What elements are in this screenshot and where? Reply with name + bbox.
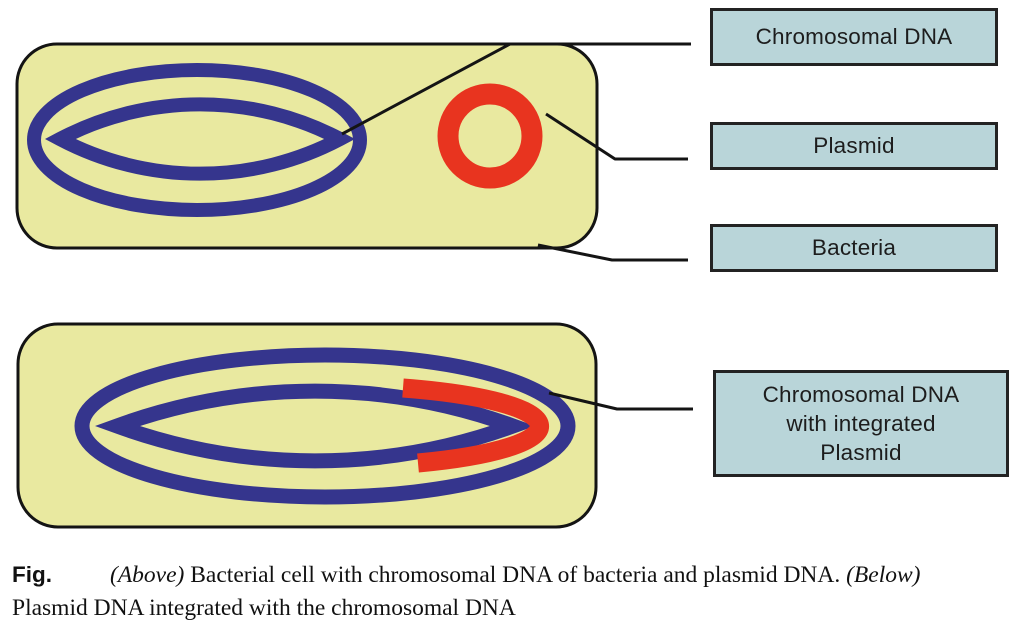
figure-caption-label: Fig. (12, 562, 52, 587)
caption-segment-below: (Below) (846, 562, 921, 588)
plasmid-ring (437, 83, 543, 189)
leader-line-bacteria (537, 243, 688, 262)
callout-bacteria-text: Bacteria (811, 235, 897, 260)
chromosomal-dna-inner-loop-top (44, 97, 356, 181)
chromosomal-dna-outer-loop-bottom (74, 347, 576, 505)
chromosomal-dna-outer-loop-top (27, 63, 367, 217)
callout-integrated-line3: Plasmid (820, 440, 902, 465)
caption-segment-above: (Above) (110, 562, 185, 588)
leader-line-chromosomal-dna (341, 42, 691, 136)
bacteria-cell-top (15, 42, 599, 250)
callout-integrated-line1: Chromosomal DNA (762, 382, 960, 407)
callout-integrated-line2: with integrated (786, 411, 936, 436)
caption-segment-body2: Plasmid DNA integrated with the chromoso… (12, 595, 516, 621)
leader-line-plasmid (545, 112, 688, 161)
callout-chromosomal-dna-text: Chromosomal DNA (755, 24, 953, 49)
callout-plasmid: Plasmid (710, 122, 998, 170)
caption-segment-body1: Bacterial cell with chromosomal DNA of b… (184, 562, 847, 588)
leader-line-integrated (548, 391, 693, 411)
callout-integrated-plasmid: Chromosomal DNA with integrated Plasmid (713, 370, 1009, 477)
figure-caption: Fig. (Above) Bacterial cell with chromoso… (12, 558, 1018, 625)
chromosomal-dna-inner-loop-bottom (95, 383, 535, 469)
callout-bacteria: Bacteria (710, 224, 998, 272)
callout-chromosomal-dna: Chromosomal DNA (710, 8, 998, 66)
integrated-plasmid-segment (402, 378, 550, 473)
callout-plasmid-text: Plasmid (813, 133, 895, 158)
